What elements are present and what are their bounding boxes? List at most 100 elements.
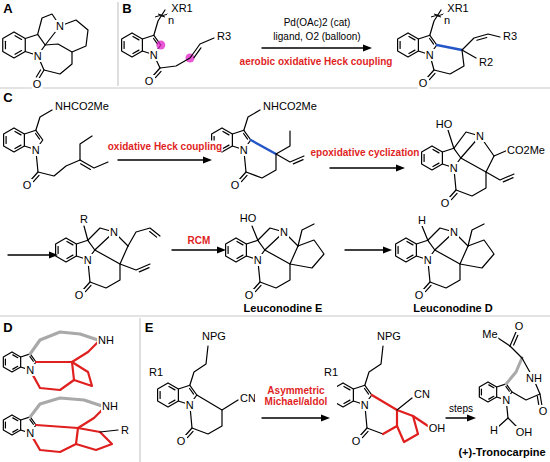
bond [276, 131, 290, 154]
bond [228, 247, 229, 254]
bond [413, 416, 428, 426]
bond [122, 33, 143, 57]
atom-label: NH [101, 400, 119, 412]
bond [158, 383, 179, 407]
atom-label: Me [481, 328, 498, 340]
atom-label: N [449, 226, 459, 238]
bond [80, 160, 108, 168]
atom-label: NH [97, 334, 115, 346]
bond [223, 145, 229, 148]
bond [36, 70, 40, 77]
bond [118, 159, 206, 160]
atom-label: N [501, 394, 511, 406]
bond [489, 385, 494, 388]
reaction-step: RCM [187, 235, 212, 246]
atom-label: N [475, 130, 485, 142]
atom-label: N [423, 254, 433, 266]
reaction-step: aerobic oxidative Heck coupling [239, 56, 394, 67]
bond [422, 146, 443, 170]
bond [30, 398, 102, 417]
bond [365, 346, 383, 385]
reagent-text: Pd(OAc)2 (cat) [283, 17, 352, 28]
bond [397, 398, 412, 410]
bond [13, 355, 18, 358]
bond [3, 32, 26, 58]
bond [15, 145, 21, 148]
bond [244, 110, 260, 130]
bond [6, 137, 7, 144]
bond [372, 395, 397, 434]
bond [169, 386, 175, 389]
atom-label: O [414, 289, 425, 301]
bond [330, 167, 399, 168]
atom-label: HO [239, 212, 258, 224]
arrowhead [467, 415, 476, 422]
bond [30, 425, 78, 452]
bond [4, 128, 25, 152]
bond [241, 175, 247, 181]
atom-label: NHCO2Me [262, 100, 318, 112]
atom-label: N [31, 144, 41, 156]
bond [398, 33, 419, 57]
atom-label: N [109, 226, 119, 238]
bond [72, 362, 92, 386]
bond [345, 249, 386, 250]
atom-label: O [244, 289, 255, 301]
bond [237, 241, 243, 244]
atom-label: O [22, 179, 33, 191]
bond [85, 285, 91, 291]
arrowhead [321, 415, 330, 422]
bond [36, 133, 40, 139]
atom-label: N [425, 49, 435, 61]
bond [424, 155, 425, 162]
atom-label: N [239, 144, 249, 156]
atom-label: O [418, 77, 429, 89]
bond [365, 388, 369, 394]
compound-name: Leuconodine E [243, 302, 324, 314]
atom-label: O [144, 75, 155, 87]
bond [489, 396, 494, 399]
atom-label: N [185, 399, 195, 411]
atom-label: O [351, 435, 362, 447]
bond [290, 240, 324, 268]
bond [223, 131, 229, 134]
panel-divider [0, 315, 550, 316]
atom-label: XR1 [446, 2, 469, 14]
bond [430, 10, 441, 35]
atom-label: NH [525, 372, 543, 384]
bond [13, 418, 18, 421]
atom-label: R1 [323, 366, 339, 378]
reaction-step: Asymmetric Michael/aldol [255, 385, 337, 407]
bond [124, 42, 125, 49]
bond [8, 254, 52, 255]
bond [172, 249, 220, 250]
arrowhead [217, 247, 226, 254]
bond [251, 140, 276, 154]
bond [344, 386, 350, 389]
bond [150, 232, 157, 238]
atom-label: H [489, 424, 499, 436]
atom-label: O [514, 320, 525, 332]
atom-label: NHCO2Me [54, 100, 110, 112]
atom-label: n [167, 14, 175, 26]
bond [139, 268, 149, 272]
bond [72, 342, 98, 362]
bond [433, 163, 439, 166]
bond [154, 10, 165, 35]
bond [433, 149, 439, 152]
panel-divider [117, 2, 118, 86]
atom-label: O [440, 197, 451, 209]
atom-label: OH [428, 422, 447, 434]
bond [503, 178, 513, 182]
bond [133, 50, 139, 53]
bond [468, 224, 484, 246]
bond [222, 400, 238, 410]
bond [133, 36, 139, 39]
bond [13, 366, 18, 369]
compound-name: (+)-Tronocarpine [457, 446, 546, 458]
atom-label: N [55, 20, 65, 32]
bond [160, 392, 161, 399]
bond [506, 358, 522, 384]
bond [5, 359, 6, 365]
bond [409, 36, 415, 39]
